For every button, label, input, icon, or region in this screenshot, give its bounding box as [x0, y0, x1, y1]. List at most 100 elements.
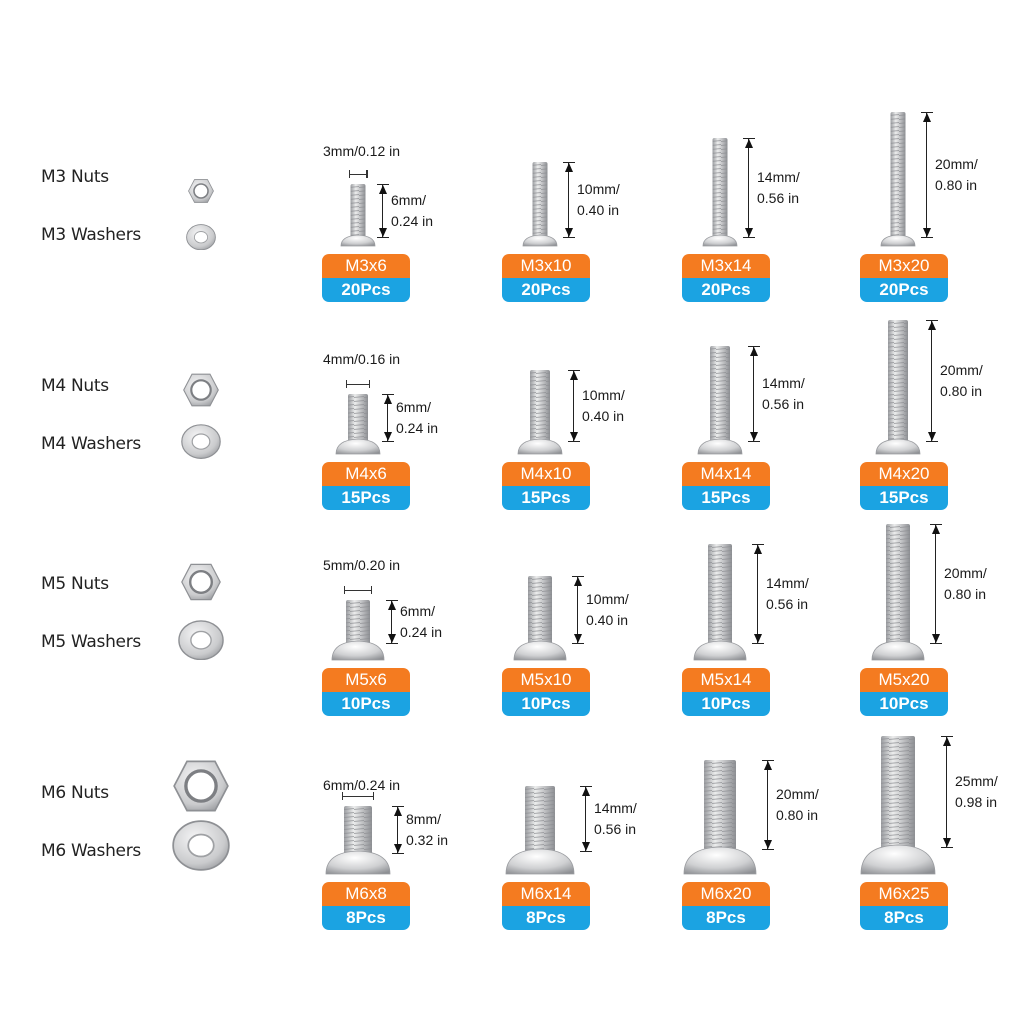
length-in: 0.24 in	[391, 213, 434, 229]
button-head-screw-icon	[683, 760, 757, 875]
length-in: 0.56 in	[766, 596, 809, 612]
button-head-screw-icon	[340, 184, 376, 247]
length-arrow	[752, 544, 764, 644]
length-in: 0.40 in	[586, 612, 629, 628]
size-label: M4x14	[682, 462, 770, 486]
count-label: 20Pcs	[682, 278, 770, 302]
diameter-indicator	[342, 792, 374, 800]
count-label: 10Pcs	[682, 692, 770, 716]
nuts-label: M6 Nuts	[41, 783, 109, 803]
washers-label: M4 Washers	[41, 434, 141, 454]
length-in: 0.98 in	[955, 794, 998, 810]
size-label: M4x20	[860, 462, 948, 486]
length-in: 0.24 in	[400, 624, 443, 640]
button-head-screw-icon	[871, 524, 925, 661]
length-mm: 20mm/	[935, 156, 978, 172]
count-label: 15Pcs	[860, 486, 948, 510]
button-head-screw-icon	[505, 786, 575, 875]
length-in: 0.80 in	[940, 383, 983, 399]
count-label: 8Pcs	[860, 906, 948, 930]
size-label: M5x14	[682, 668, 770, 692]
length-in: 0.56 in	[762, 396, 805, 412]
washers-label: M5 Washers	[41, 632, 141, 652]
count-label: 8Pcs	[682, 906, 770, 930]
size-label: M5x20	[860, 668, 948, 692]
button-head-screw-icon	[880, 112, 916, 247]
count-label: 15Pcs	[682, 486, 770, 510]
size-label: M6x8	[322, 882, 410, 906]
count-label: 20Pcs	[502, 278, 590, 302]
length-arrow	[392, 806, 404, 854]
length-arrow	[926, 320, 938, 442]
length-mm: 14mm/	[766, 575, 809, 591]
length-arrow	[568, 370, 580, 442]
length-in: 0.56 in	[757, 190, 800, 206]
length-arrow	[930, 524, 942, 644]
length-mm: 14mm/	[594, 800, 637, 816]
length-in: 0.80 in	[776, 807, 819, 823]
length-in: 0.40 in	[577, 202, 620, 218]
length-arrow	[382, 394, 394, 442]
length-mm: 8mm/	[406, 811, 441, 827]
hex-nut-icon	[183, 373, 219, 407]
length-mm: 14mm/	[762, 375, 805, 391]
length-arrow	[941, 736, 953, 848]
count-label: 8Pcs	[322, 906, 410, 930]
size-label: M5x6	[322, 668, 410, 692]
button-head-screw-icon	[335, 394, 381, 455]
count-label: 15Pcs	[502, 486, 590, 510]
button-head-screw-icon	[517, 370, 563, 455]
hex-nut-icon	[188, 179, 214, 203]
count-label: 10Pcs	[322, 692, 410, 716]
diameter-indicator	[348, 170, 368, 178]
count-label: 15Pcs	[322, 486, 410, 510]
length-mm: 20mm/	[776, 786, 819, 802]
nuts-label: M3 Nuts	[41, 167, 109, 187]
count-label: 20Pcs	[322, 278, 410, 302]
diameter-indicator	[346, 380, 370, 388]
length-in: 0.40 in	[582, 408, 625, 424]
button-head-screw-icon	[697, 346, 743, 455]
length-in: 0.32 in	[406, 832, 449, 848]
length-mm: 6mm/	[391, 192, 426, 208]
button-head-screw-icon	[860, 736, 936, 875]
length-mm: 20mm/	[944, 565, 987, 581]
count-label: 8Pcs	[502, 906, 590, 930]
size-label: M4x6	[322, 462, 410, 486]
length-arrow	[580, 786, 592, 852]
diameter-label: 4mm/0.16 in	[323, 351, 401, 367]
size-label: M3x10	[502, 254, 590, 278]
length-mm: 14mm/	[757, 169, 800, 185]
size-label: M5x10	[502, 668, 590, 692]
count-label: 20Pcs	[860, 278, 948, 302]
hex-nut-icon	[173, 760, 229, 812]
count-label: 10Pcs	[860, 692, 948, 716]
diameter-label: 6mm/0.24 in	[323, 777, 401, 793]
size-label: M6x25	[860, 882, 948, 906]
length-arrow	[748, 346, 760, 442]
length-arrow	[921, 112, 933, 238]
washer-icon	[181, 424, 221, 459]
diameter-indicator	[344, 586, 372, 594]
length-mm: 20mm/	[940, 362, 983, 378]
button-head-screw-icon	[875, 320, 921, 455]
length-arrow	[743, 138, 755, 238]
length-mm: 10mm/	[577, 181, 620, 197]
button-head-screw-icon	[513, 576, 567, 661]
size-label: M3x14	[682, 254, 770, 278]
length-mm: 10mm/	[582, 387, 625, 403]
length-mm: 10mm/	[586, 591, 629, 607]
